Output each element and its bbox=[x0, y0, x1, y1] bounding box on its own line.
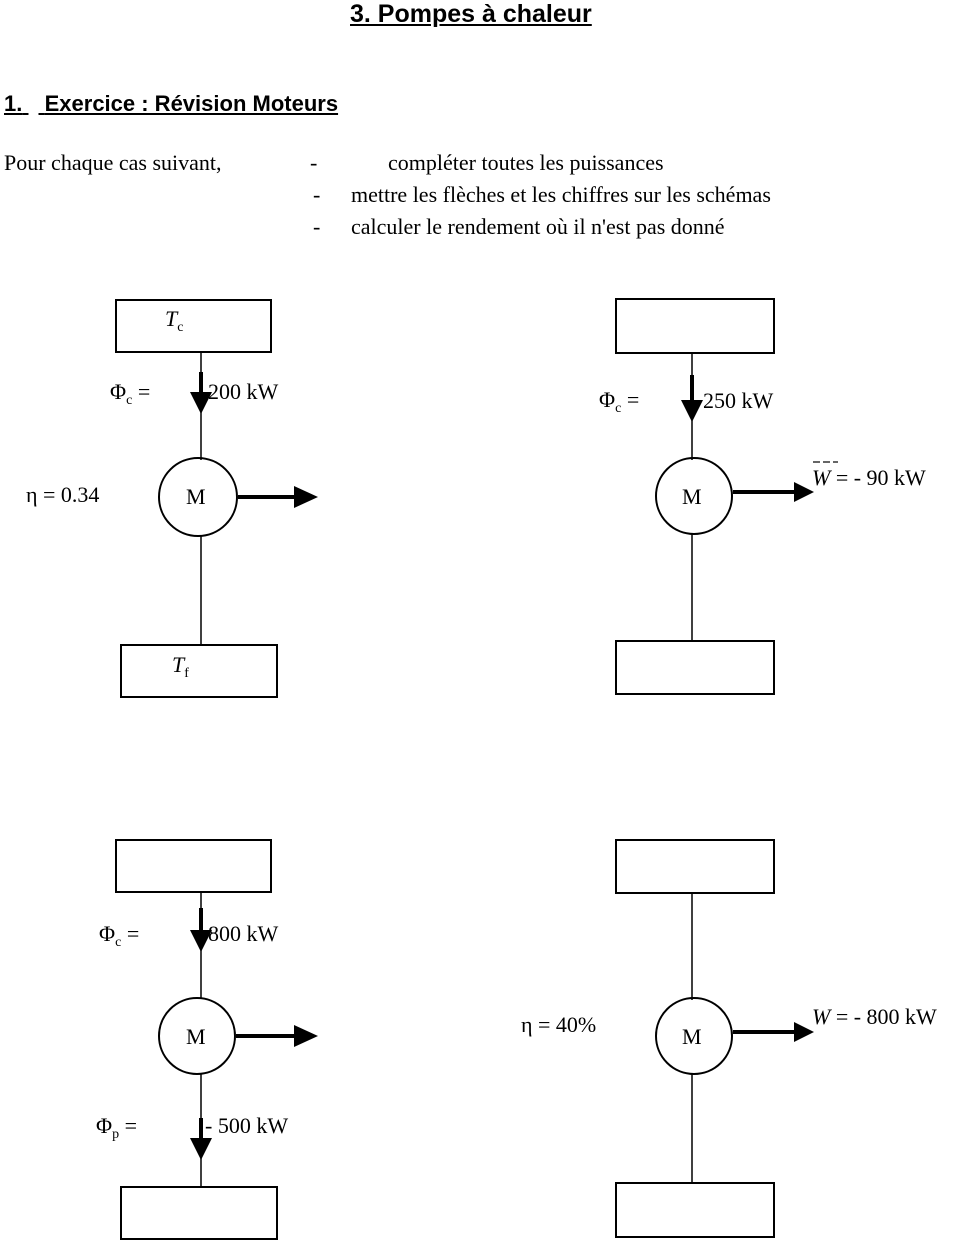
heat-arrow-head bbox=[190, 392, 212, 414]
heat-flow-value: - 500 kW bbox=[205, 1113, 289, 1138]
task-item: compléter toutes les puissances bbox=[388, 150, 664, 175]
exercise-heading: Exercice : Révision Moteurs bbox=[44, 91, 339, 116]
work-arrow-head bbox=[794, 1022, 814, 1042]
hot-reservoir-box bbox=[115, 299, 272, 353]
motor-label: M bbox=[186, 1024, 206, 1049]
heat-arrow-head bbox=[190, 1138, 212, 1160]
exercise-number: 1. bbox=[4, 91, 23, 116]
exercise-title: 1. Exercice : Révision Moteurs bbox=[4, 91, 338, 117]
cold-source-label: Tf bbox=[172, 652, 189, 681]
instructions-intro: Pour chaque cas suivant, bbox=[4, 150, 222, 175]
heat-arrow-head bbox=[190, 930, 212, 952]
motor-label: M bbox=[682, 484, 702, 509]
heat-arrow-head bbox=[681, 400, 703, 422]
motor-label: M bbox=[682, 1024, 702, 1049]
cold-reservoir-box bbox=[120, 644, 278, 698]
work-arrow-head bbox=[794, 482, 814, 502]
hot-reservoir-box bbox=[615, 298, 775, 354]
heat-flow-value: 200 kW bbox=[208, 379, 279, 404]
heat-flow-label: Φc = bbox=[599, 387, 640, 416]
work-arrow-head bbox=[294, 1025, 318, 1047]
hot-reservoir-box bbox=[615, 839, 775, 894]
hot-reservoir-box bbox=[115, 839, 272, 893]
chapter-title: 3. Pompes à chaleur bbox=[350, 0, 592, 28]
cold-reservoir-box bbox=[615, 640, 775, 695]
task-item: calculer le rendement où il n'est pas do… bbox=[351, 214, 725, 239]
efficiency-label: η = 0.34 bbox=[26, 482, 100, 507]
motor-circle bbox=[158, 997, 236, 1075]
task-dash: - bbox=[310, 150, 318, 175]
heat-flow-label: Φp = bbox=[96, 1113, 138, 1142]
cold-reservoir-box bbox=[615, 1182, 775, 1238]
cold-reservoir-box bbox=[120, 1186, 278, 1240]
motor-circle bbox=[655, 997, 733, 1075]
heat-flow-value: 800 kW bbox=[208, 921, 279, 946]
heat-flow-label: Φc = bbox=[99, 921, 140, 950]
efficiency-label: η = 40% bbox=[521, 1012, 597, 1037]
work-label: W = - 90 kW bbox=[812, 465, 926, 490]
heat-flow-value: 250 kW bbox=[703, 388, 774, 413]
task-dash: - bbox=[313, 214, 321, 239]
motor-circle bbox=[655, 457, 733, 535]
hot-source-label: Tc bbox=[165, 306, 184, 335]
heat-flow-label: Φc = bbox=[110, 379, 151, 408]
motor-circle bbox=[158, 457, 238, 537]
task-dash: - bbox=[313, 182, 321, 207]
work-label: W = - 800 kW bbox=[812, 1004, 937, 1029]
work-arrow-head bbox=[294, 486, 318, 508]
motor-label: M bbox=[186, 484, 206, 509]
task-item: mettre les flèches et les chiffres sur l… bbox=[351, 182, 771, 207]
